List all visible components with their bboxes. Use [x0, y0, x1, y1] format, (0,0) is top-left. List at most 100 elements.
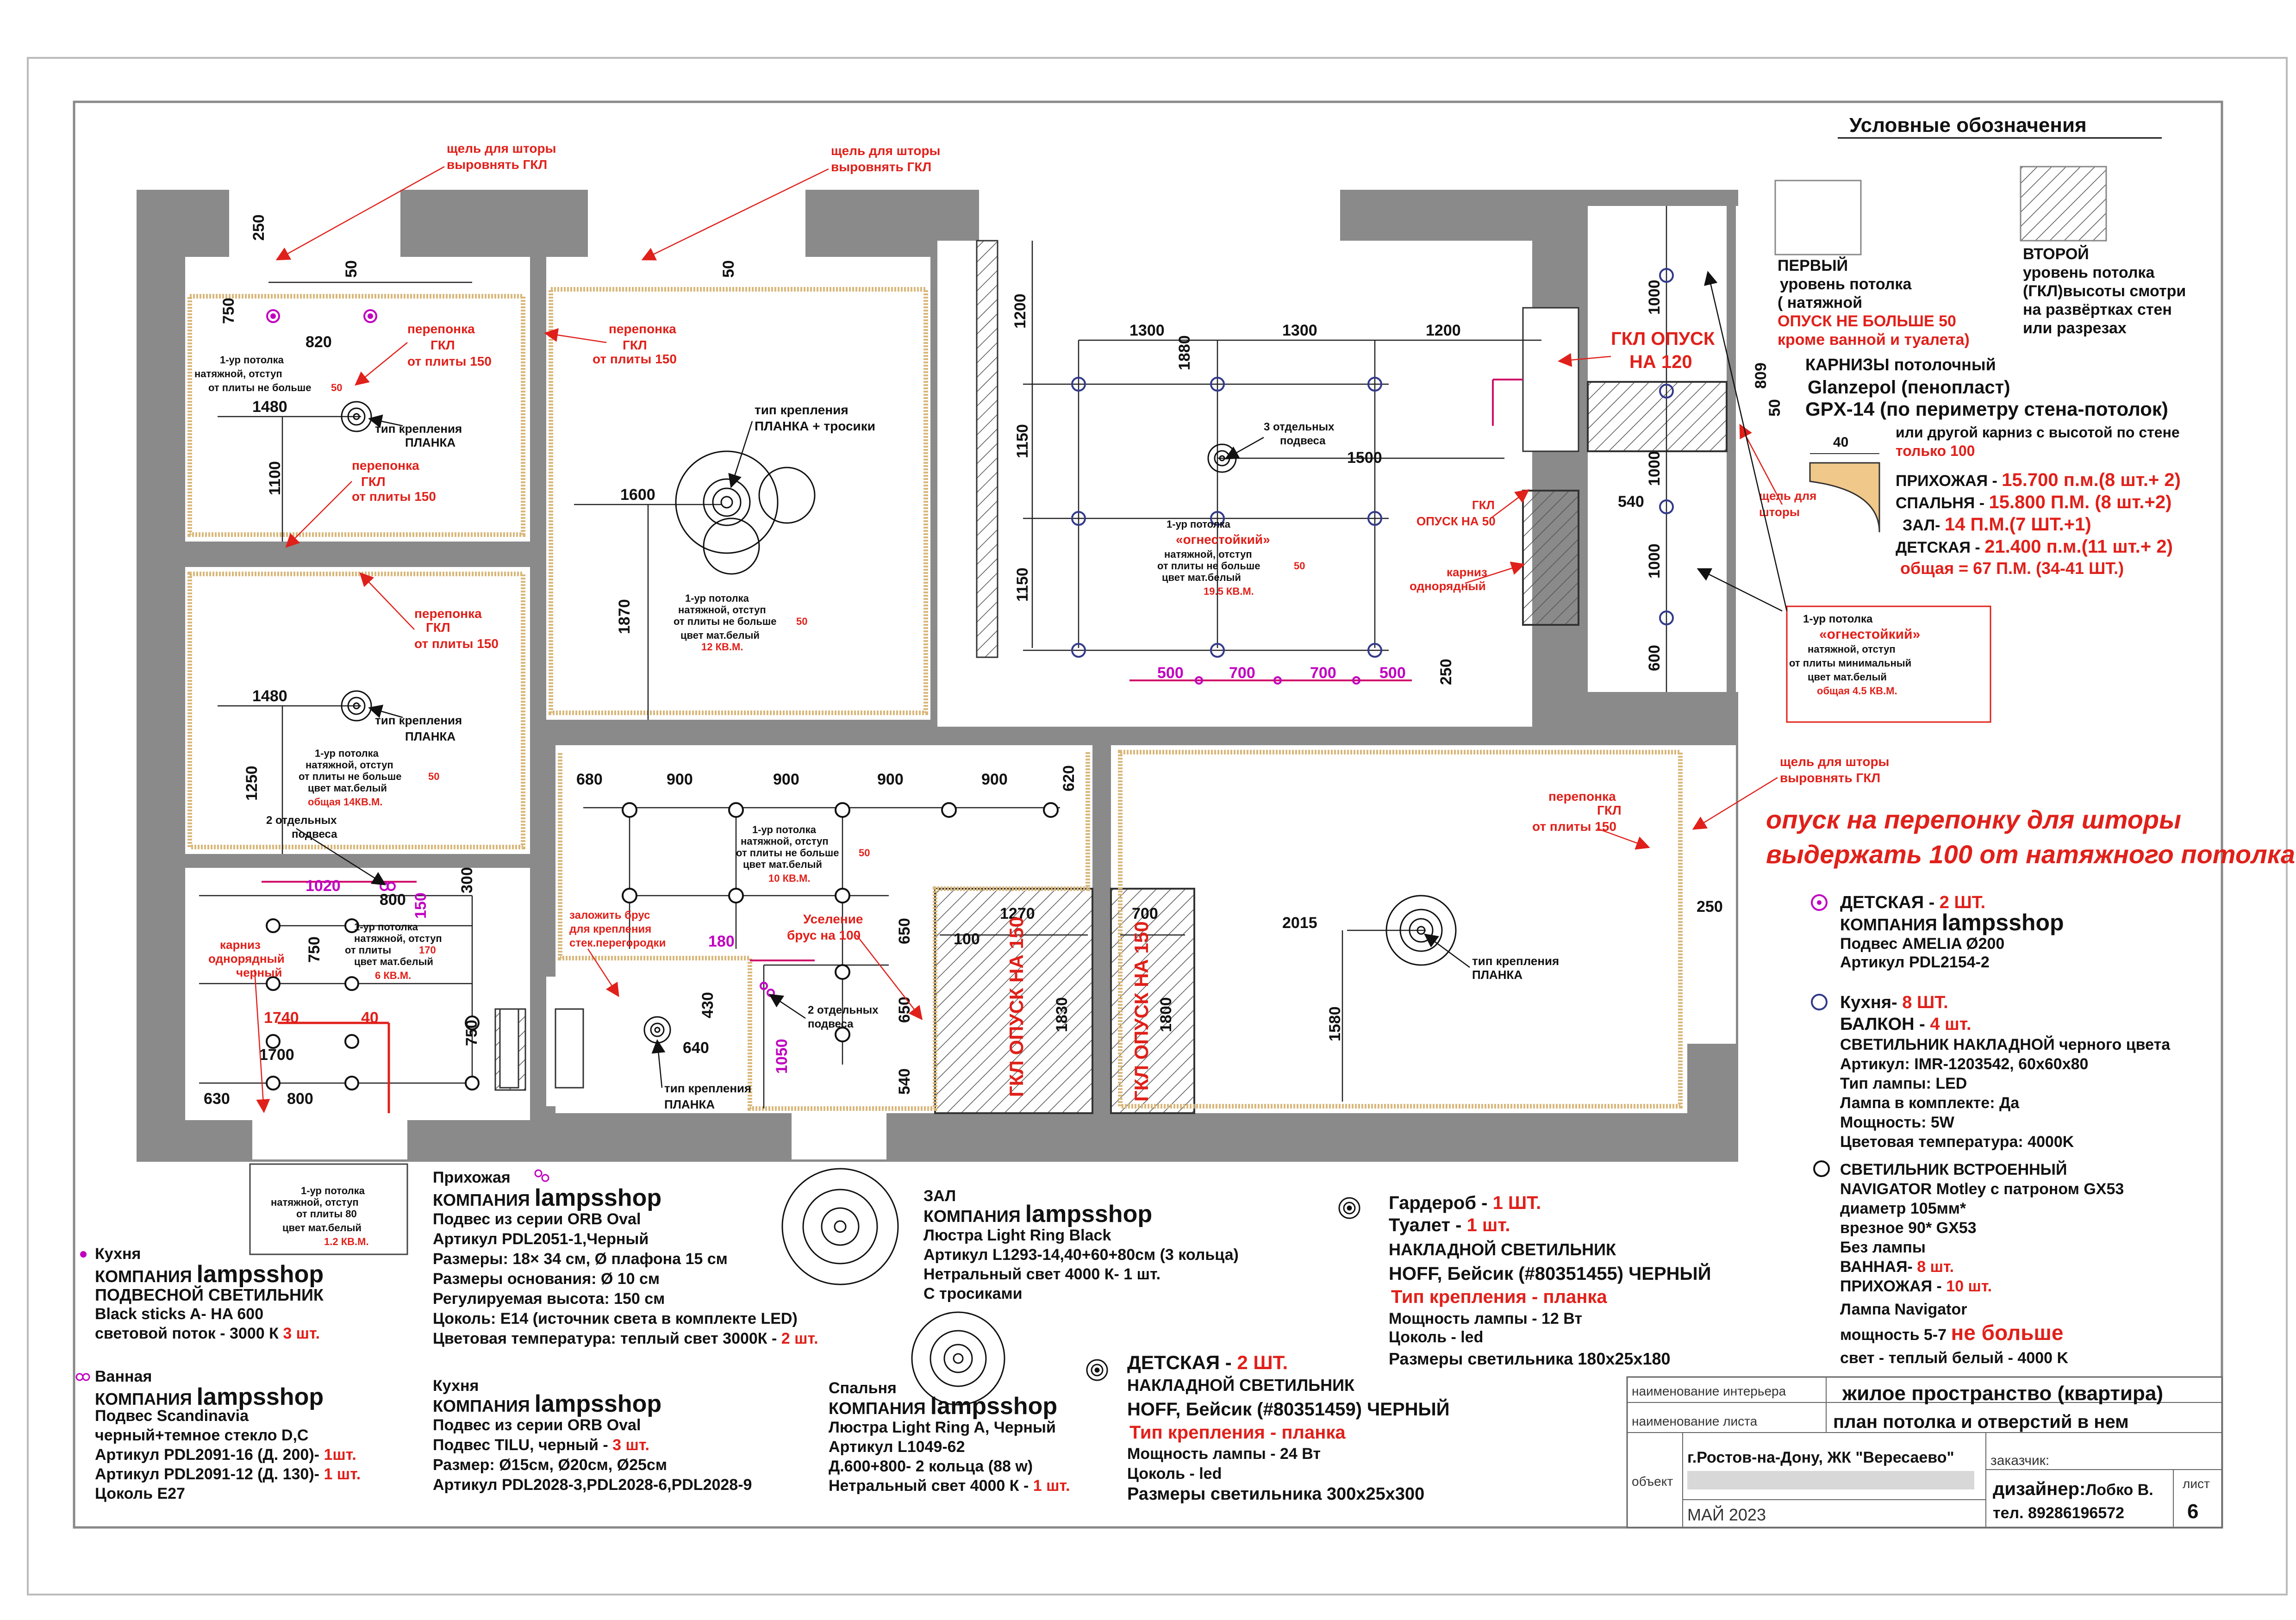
- dim-text: 900: [877, 771, 904, 788]
- curtain-note-2: выдержать 100 от натяжного потолка: [1766, 840, 2295, 869]
- floor-plan: [137, 190, 1750, 1162]
- tb-address: г.Ростов-на-Дону, ЖК "Вересаево": [1687, 1449, 1954, 1466]
- spec-company: КОМПАНИЯ lampsshop: [829, 1393, 1057, 1420]
- beam-note: заложить брус: [569, 909, 650, 922]
- tb-sheet-number: 6: [2187, 1500, 2198, 1523]
- title-block: наименование интерьера жилое пространств…: [1626, 1376, 2223, 1528]
- pendant-magenta-icon: [1811, 894, 1828, 911]
- spec-line: Без лампы: [1840, 1239, 1926, 1256]
- spec-line: врезное 90* GX53: [1840, 1219, 1977, 1237]
- separate-note: 2 отдельных: [808, 1004, 879, 1016]
- cornice-item: СПАЛЬНЯ - 15.800 П.М. (8 шт.+2): [1896, 492, 2171, 512]
- outer-frame: [27, 57, 2288, 1595]
- tb-designer: дизайнер:Лобко В.: [1993, 1479, 2153, 1499]
- legend-text: (ГКЛ)высоты смотри: [2023, 282, 2186, 300]
- gkl-zone-3: [1587, 381, 1728, 452]
- tb-label: наименование интерьера: [1632, 1384, 1786, 1398]
- dim-text: 2015: [1282, 914, 1317, 932]
- spec-line: Цветовая температура: теплый свет 3000К …: [433, 1330, 818, 1347]
- dim-text: 50: [343, 260, 360, 278]
- spec-title: ЗАЛ: [923, 1187, 956, 1205]
- beam-note: для крепления: [569, 923, 651, 935]
- spec-company: КОМПАНИЯ lampsshop: [433, 1184, 661, 1211]
- membrane-note: ГКЛ: [430, 338, 455, 352]
- spec-title: Кухня: [95, 1245, 141, 1263]
- dim-text: 1000: [1646, 543, 1663, 579]
- dim-text: 1480: [252, 398, 287, 416]
- inner-frame: [73, 100, 2223, 1529]
- dim-text: 700: [1310, 664, 1336, 682]
- spec-line: HOFF, Бейсик (#80351455) ЧЕРНЫЙ: [1389, 1263, 1711, 1284]
- ceiling-note: натяжной, отступ: [678, 604, 766, 616]
- tb-phone: тел. 89286196572: [1993, 1504, 2124, 1522]
- slot-note-2: щель для шторы: [831, 143, 940, 158]
- spec-title: Спальня: [829, 1379, 897, 1397]
- gkl-zone-1: [934, 888, 1093, 1114]
- ceiling-note: цвет мат.белый: [1162, 572, 1241, 583]
- spec-line: Цоколь - led: [1127, 1465, 1222, 1483]
- dim-text: 750: [463, 1020, 480, 1046]
- membrane-note: ГКЛ: [426, 620, 450, 635]
- dim-text: 1500: [1347, 449, 1382, 467]
- ceiling-note: 1-ур потолка: [752, 824, 817, 835]
- ceiling-note: натяжной, отступ: [194, 368, 282, 380]
- dim-text: 1200: [1426, 322, 1461, 339]
- dim-text: 540: [1618, 493, 1644, 511]
- spec-line: Люстра Light Ring A, Черный: [829, 1419, 1056, 1436]
- gkl-drop-note: ОПУСК НА 50: [1416, 514, 1496, 528]
- ceiling-note: цвет мат.белый: [308, 782, 387, 794]
- room-hall: [185, 567, 530, 854]
- spec-line: черный+темное стекло D,C: [95, 1427, 309, 1444]
- ceiling-note: натяжной, отступ: [741, 835, 829, 847]
- dim-text: 700: [1229, 664, 1255, 682]
- dim-text: 1830: [1053, 997, 1071, 1032]
- chandeliers: [341, 401, 1457, 1044]
- dim-text: 150: [412, 892, 430, 919]
- dim-text: 800: [380, 891, 406, 909]
- separate-note: подвеса: [808, 1018, 854, 1030]
- separate-note: 3 отдельных: [1264, 421, 1335, 433]
- tb-label: наименование листа: [1632, 1414, 1758, 1428]
- spec-line: Лампа в комплекте: Да: [1840, 1094, 2020, 1112]
- det-count: ДЕТСКАЯ - 2 ШТ.: [1840, 893, 1985, 912]
- spec-line: свет - теплый белый - 4000 K: [1840, 1349, 2069, 1367]
- dim-text: 50: [1766, 399, 1784, 417]
- dim-text: 1020: [306, 877, 341, 895]
- dim-text: 640: [683, 1039, 709, 1057]
- dim-text: 1580: [1326, 1006, 1344, 1041]
- ceiling-note-fire: «огнестойкий»: [1176, 532, 1270, 547]
- dim-text: 180: [708, 933, 735, 950]
- balcony-count: БАЛКОН - 4 шт.: [1840, 1015, 1972, 1034]
- tb-customer-label: заказчик:: [1990, 1453, 2049, 1468]
- cornice-item: ПРИХОЖАЯ - 15.700 п.м.(8 шт.+ 2): [1896, 470, 2181, 490]
- mount-note: тип крепления: [1472, 954, 1559, 968]
- balcony-note: 1-ур потолка «огнестойкий» натяжной, отс…: [1786, 605, 1991, 723]
- mount-note: тип крепления: [664, 1081, 751, 1095]
- gkl-drop-150: ГКЛ ОПУСК НА 150: [1005, 916, 1027, 1097]
- cornice-item: ЗАЛ- 14 П.М.(7 ШТ.+1): [1903, 514, 2091, 535]
- spec-line: СВЕТИЛЬНИК ВСТРОЕННЫЙ: [1840, 1160, 2067, 1178]
- spec-company: КОМПАНИЯ lampsshop: [95, 1383, 324, 1410]
- legend-text: уровень потолка: [2023, 264, 2155, 281]
- cornice-note: карниз: [220, 938, 261, 952]
- slot-short-note: щель для: [1759, 489, 1816, 503]
- dim-text: 1870: [616, 599, 633, 634]
- gkl-drop-note: НА 120: [1629, 352, 1692, 372]
- spec-title: Прихожая: [433, 1169, 511, 1186]
- plan-annotations: щель для шторы выровнять ГКЛ щель для шт…: [208, 141, 1889, 1111]
- gkl-drop-note: ГКЛ ОПУСК: [1611, 329, 1715, 349]
- ceiling-note: от плиты не больше: [674, 616, 776, 627]
- legend-swatch-second: [2020, 166, 2107, 242]
- dim-text: 750: [220, 298, 237, 324]
- spec-line: Подвес AMELIA Ø200: [1840, 935, 2004, 953]
- spec-line: Артикул PDL2051-1,Черный: [433, 1230, 649, 1248]
- spec-company: КОМПАНИЯ lampsshop: [923, 1201, 1152, 1227]
- dim-text: 300: [458, 867, 476, 893]
- spec-line: Артикул L1293-14,40+60+80см (3 кольца): [923, 1246, 1239, 1264]
- membrane-note: ГКЛ: [1597, 803, 1622, 817]
- plan-dimensions: 250 50 750 820 1480 1100 1480 1250 50 16…: [204, 214, 1784, 1108]
- membrane-note: ГКЛ: [361, 474, 386, 489]
- ceiling-note: цвет мат.белый: [354, 956, 433, 967]
- room-living: [937, 241, 1532, 727]
- legend-cornice: только 100: [1896, 442, 1975, 459]
